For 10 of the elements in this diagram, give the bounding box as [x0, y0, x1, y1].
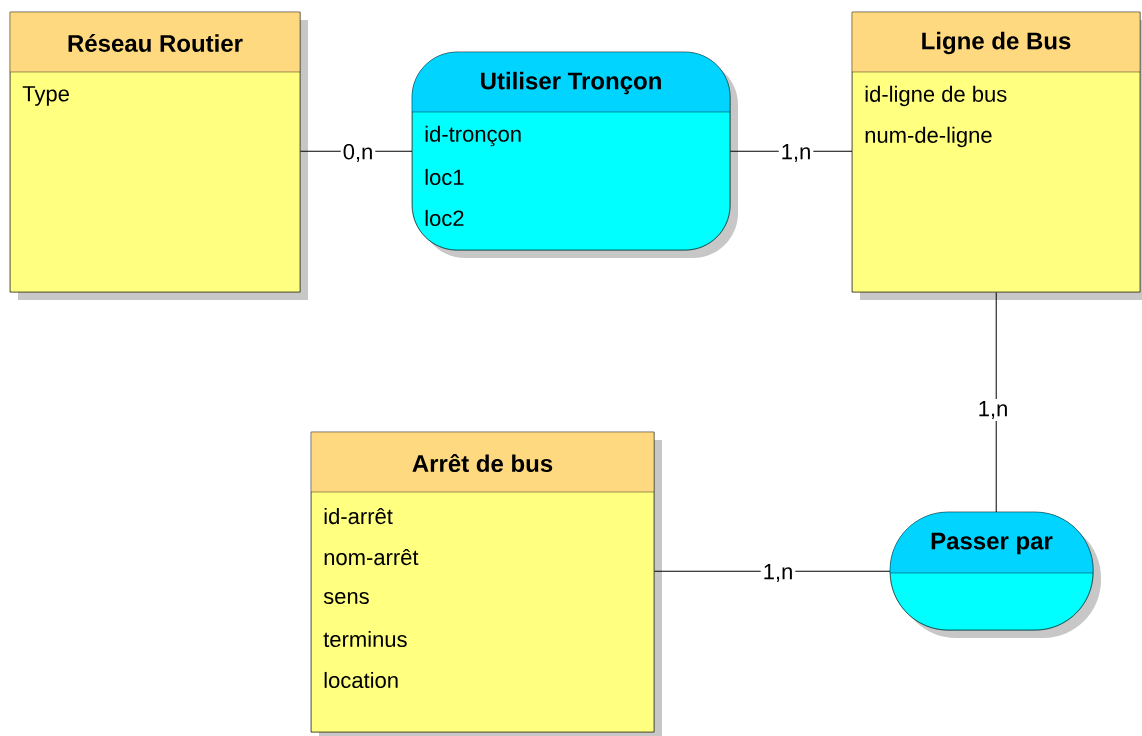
cardinality-label: 1,n	[760, 562, 796, 584]
association-box: Passer par	[889, 511, 1101, 638]
cardinality-label: 0,n	[340, 141, 376, 165]
entity-box: Réseau Routier Type	[9, 11, 308, 300]
entity-box: Arrêt de bus id-arrêt nom-arrêt sens terminus location	[310, 431, 662, 736]
entity-box: Ligne de Bus id-ligne de bus num-de-ligne	[851, 11, 1142, 300]
association-box: Utiliser Tronçon id-tronçon loc1 loc2	[411, 51, 738, 258]
connector-line	[995, 291, 997, 513]
cardinality-label: 1,n	[778, 142, 814, 164]
cardinality-label: 1,n	[975, 399, 1011, 421]
